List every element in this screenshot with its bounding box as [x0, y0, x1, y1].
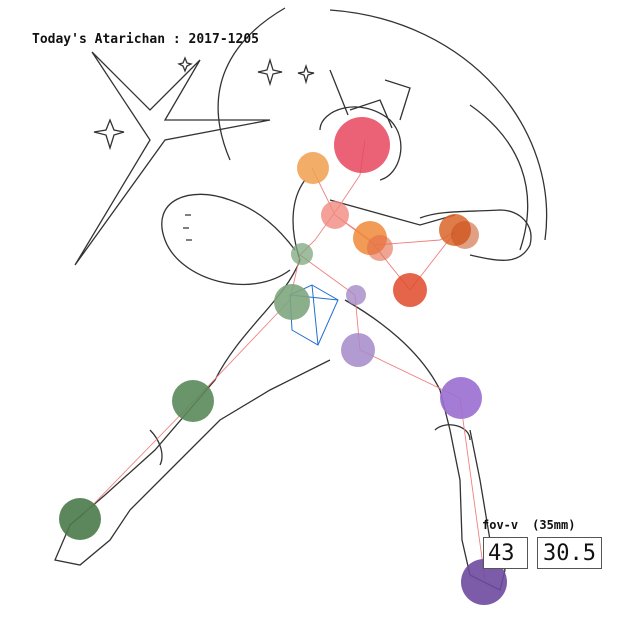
- joint-markers: [59, 117, 507, 605]
- joint-elbow-left-2: [367, 235, 393, 261]
- joint-wrist: [393, 273, 427, 307]
- joint-spine: [291, 243, 313, 265]
- joint-shoulder-right: [297, 152, 329, 184]
- joint-hip-right: [274, 284, 310, 320]
- fov-label: fov-v: [482, 518, 519, 532]
- joint-knee-left: [440, 377, 482, 419]
- fov-label-row: fov-v (35mm): [482, 518, 575, 532]
- joint-chest: [321, 201, 349, 229]
- joint-foot-left: [461, 559, 507, 605]
- joint-foot-right: [59, 498, 101, 540]
- motion-arcs: [217, 7, 548, 251]
- joint-knee-right: [172, 380, 214, 422]
- focal-length-field[interactable]: 30.5: [537, 537, 602, 569]
- lens-label: (35mm): [532, 518, 576, 532]
- skeleton-bones: [79, 139, 486, 581]
- fov-v-field[interactable]: 43: [483, 537, 528, 569]
- page-title: Today's Atarichan : 2017-1205: [32, 32, 259, 47]
- joint-head: [334, 117, 390, 173]
- joint-hip-left-small: [346, 285, 366, 305]
- joint-hip-left: [341, 333, 375, 367]
- joint-fist: [451, 221, 479, 249]
- sparkle-stars: [74, 51, 315, 266]
- tail-sketch: [161, 193, 296, 286]
